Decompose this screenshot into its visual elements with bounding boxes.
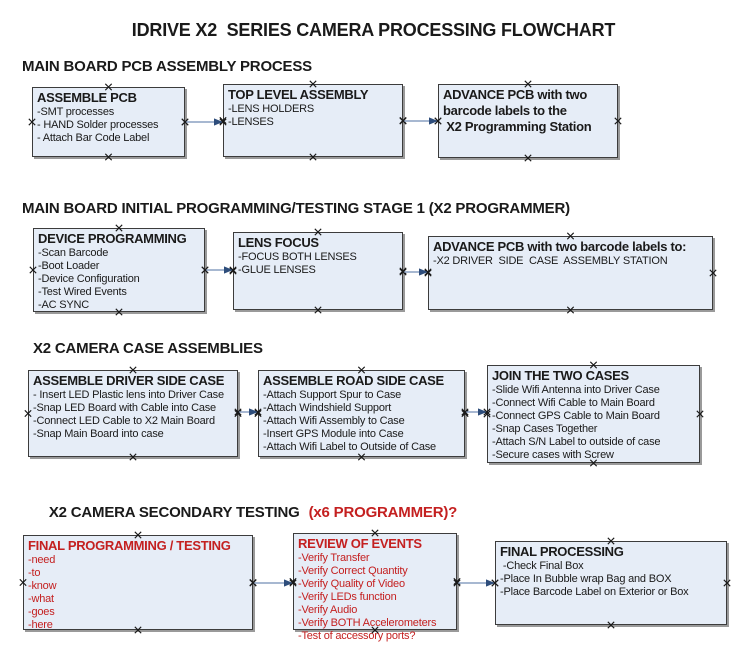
box-lines: -LENS HOLDERS-LENSES <box>228 103 398 129</box>
box-top-level-assembly: TOP LEVEL ASSEMBLY -LENS HOLDERS-LENSES <box>223 84 403 157</box>
box-line: -LENSES <box>228 116 274 128</box>
box-line: -Attach S/N Label to outside of case <box>492 436 661 448</box>
box-final-programming-testing: FINAL PROGRAMMING / TESTING -need-to-kno… <box>23 535 253 632</box>
box-lines: -Slide Wifi Antenna into Driver Case-Con… <box>492 384 695 462</box>
box-title: ASSEMBLE ROAD SIDE CASE <box>263 373 444 388</box>
box-advance-pcb-programming-station: ADVANCE PCB with two barcode labels to t… <box>438 84 618 158</box>
box-title: DEVICE PROGRAMMING <box>38 231 187 246</box>
arrowhead-icon <box>284 579 293 587</box>
arrowhead-icon <box>214 118 223 126</box>
section-header-initial-programming: MAIN BOARD INITIAL PROGRAMMING/TESTING S… <box>22 200 570 217</box>
arrowhead-icon <box>478 408 487 416</box>
arrowhead-icon <box>486 579 495 587</box>
box-line: -Connect GPS Cable to Main Board <box>492 410 660 422</box>
box-line: -SMT processes <box>37 106 115 118</box>
box-review-of-events: REVIEW OF EVENTS -Verify Transfer-Verify… <box>293 533 457 642</box>
box-lines: - Insert LED Plastic lens into Driver Ca… <box>33 389 233 441</box>
box-line: -Attach Support Spur to Case <box>263 389 402 401</box>
box-title: FINAL PROGRAMMING / TESTING <box>28 538 231 553</box>
box-title: JOIN THE TWO CASES <box>492 368 629 383</box>
box-device-programming: DEVICE PROGRAMMING -Scan Barcode-Boot Lo… <box>33 228 205 312</box>
box-line: -Snap LED Board with Cable into Case <box>33 402 216 414</box>
box-line: -Connect Wifi Cable to Main Board <box>492 397 655 409</box>
box-title: ASSEMBLE DRIVER SIDE CASE <box>33 373 225 388</box>
box-line: -Verify Correct Quantity <box>298 565 408 577</box>
box-assemble-driver-side-case: ASSEMBLE DRIVER SIDE CASE - Insert LED P… <box>28 370 238 457</box>
arrowhead-icon <box>429 117 438 125</box>
box-line: -Snap Main Board into case <box>33 428 164 440</box>
box-line: -FOCUS BOTH LENSES <box>238 251 357 263</box>
box-title: ASSEMBLE PCB <box>37 90 137 105</box>
box-line: -Check Final Box <box>500 560 584 572</box>
box-title: FINAL PROCESSING <box>500 544 624 559</box>
box-lines: -FOCUS BOTH LENSES-GLUE LENSES <box>238 251 398 277</box>
box-line: -Secure cases with Screw <box>492 449 614 461</box>
box-line: -Verify Quality of Video <box>298 578 405 590</box>
box-line: -Snap Cases Together <box>492 423 598 435</box>
box-final-processing: FINAL PROCESSING -Check Final Box-Place … <box>495 541 727 625</box>
box-lines: -Scan Barcode-Boot Loader-Device Configu… <box>38 247 200 312</box>
box-line: -here <box>28 619 53 631</box>
box-lines: -SMT processes- HAND Solder processes- A… <box>37 106 180 145</box>
box-line: - Insert LED Plastic lens into Driver Ca… <box>33 389 224 401</box>
box-advance-pcb-driver-side-station: ADVANCE PCB with two barcode labels to: … <box>428 236 713 310</box>
section-header-pcb-assembly: MAIN BOARD PCB ASSEMBLY PROCESS <box>22 58 312 75</box>
box-line: -Verify Transfer <box>298 552 370 564</box>
section-header-text: X2 CAMERA SECONDARY TESTING <box>48 504 300 521</box>
box-title: TOP LEVEL ASSEMBLY <box>228 87 369 102</box>
box-line: -what <box>28 593 54 605</box>
box-line: -Place In Bubble wrap Bag and BOX <box>500 573 672 585</box>
box-line: -goes <box>28 606 55 618</box>
box-line: -to <box>28 567 41 579</box>
box-lines: -Attach Support Spur to Case-Attach Wind… <box>263 389 460 454</box>
box-line: -Place Barcode Label on Exterior or Box <box>500 586 689 598</box>
box-assemble-pcb: ASSEMBLE PCB -SMT processes- HAND Solder… <box>32 87 185 157</box>
box-line: -AC SYNC <box>38 299 89 311</box>
box-title: ADVANCE PCB with two barcode labels to: <box>433 239 687 254</box>
box-line: -Test of accessory ports? <box>298 630 416 642</box>
box-lines: -X2 DRIVER SIDE CASE ASSEMBLY STATION <box>433 255 708 268</box>
box-line: -Boot Loader <box>38 260 100 272</box>
box-line: -Slide Wifi Antenna into Driver Case <box>492 384 660 396</box>
box-line: - Attach Bar Code Label <box>37 132 150 144</box>
box-title: LENS FOCUS <box>238 235 319 250</box>
box-lines: -Check Final Box-Place In Bubble wrap Ba… <box>500 560 722 599</box>
arrowhead-icon <box>224 266 233 274</box>
box-lens-focus: LENS FOCUS -FOCUS BOTH LENSES-GLUE LENSE… <box>233 232 403 310</box>
box-line: -Verify Audio <box>298 604 358 616</box>
box-line: -Verify LEDs function <box>298 591 397 603</box>
box-line: - HAND Solder processes <box>37 119 159 131</box>
section-header-suffix: (x6 PROGRAMMER)? <box>308 504 458 521</box>
box-line: -Test Wired Events <box>38 286 127 298</box>
box-line: -Attach Wifi Label to Outside of Case <box>263 441 436 453</box>
arrowhead-icon <box>249 408 258 416</box>
box-title: ADVANCE PCB with two barcode labels to t… <box>443 87 592 134</box>
box-line: -Connect LED Cable to X2 Main Board <box>33 415 215 427</box>
box-title: REVIEW OF EVENTS <box>298 536 422 551</box>
page-title: IDRIVE X2 SERIES CAMERA PROCESSING FLOWC… <box>131 20 616 40</box>
section-header-case-assemblies: X2 CAMERA CASE ASSEMBLIES <box>33 340 263 357</box>
box-line: -need <box>28 554 56 566</box>
box-assemble-road-side-case: ASSEMBLE ROAD SIDE CASE -Attach Support … <box>258 370 465 457</box>
box-line: -Attach Wifi Assembly to Case <box>263 415 405 427</box>
box-lines: -Verify Transfer-Verify Correct Quantity… <box>298 552 452 643</box>
box-line: -Device Configuration <box>38 273 140 285</box>
box-join-the-two-cases: JOIN THE TWO CASES -Slide Wifi Antenna i… <box>487 365 700 463</box>
box-line: -Scan Barcode <box>38 247 109 259</box>
box-line: -Insert GPS Module into Case <box>263 428 404 440</box>
section-header-secondary-testing: X2 CAMERA SECONDARY TESTING (x6 PROGRAMME… <box>33 487 457 538</box>
box-line: -Verify BOTH Accelerometers <box>298 617 437 629</box>
box-lines: -need-to-know-what-goes-here <box>28 554 248 632</box>
arrowhead-icon <box>419 268 428 276</box>
box-line: -know <box>28 580 57 592</box>
box-line: -LENS HOLDERS <box>228 103 315 115</box>
box-line: -X2 DRIVER SIDE CASE ASSEMBLY STATION <box>433 255 668 267</box>
box-line: -GLUE LENSES <box>238 264 316 276</box>
box-line: -Attach Windshield Support <box>263 402 392 414</box>
